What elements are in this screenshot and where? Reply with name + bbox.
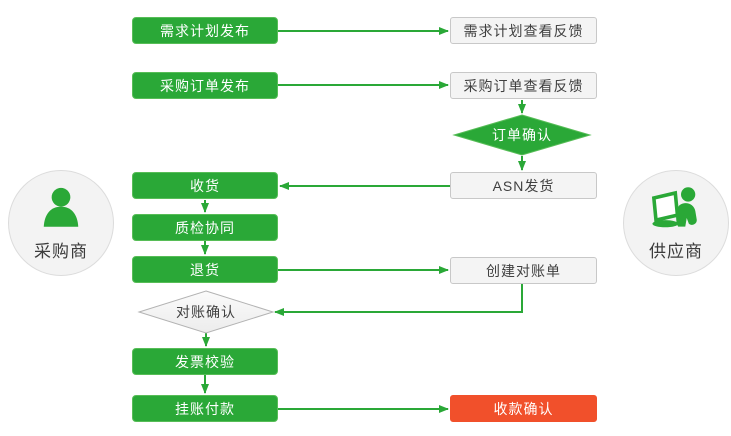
buyer-person-icon bbox=[38, 186, 84, 235]
node-demand-plan-feedback: 需求计划查看反馈 bbox=[450, 17, 597, 44]
supplier-label: 供应商 bbox=[649, 242, 703, 261]
node-po-feedback: 采购订单查看反馈 bbox=[450, 72, 597, 99]
node-asn-ship: ASN发货 bbox=[450, 172, 597, 199]
node-receive-goods: 收货 bbox=[132, 172, 278, 199]
node-demand-plan-publish: 需求计划发布 bbox=[132, 17, 278, 44]
node-statement-confirm: 对账确认 bbox=[137, 290, 275, 334]
node-order-confirm: 订单确认 bbox=[452, 114, 592, 156]
node-create-statement: 创建对账单 bbox=[450, 257, 597, 284]
node-receipt-confirm: 收款确认 bbox=[450, 395, 597, 422]
actor-buyer: 采购商 bbox=[8, 170, 114, 276]
supplier-person-laptop-icon bbox=[651, 186, 701, 235]
node-po-publish: 采购订单发布 bbox=[132, 72, 278, 99]
node-quality-collab: 质检协同 bbox=[132, 214, 278, 241]
arrow-create-statement-to-statement-confirm bbox=[274, 284, 523, 316]
statement-confirm-label: 对账确认 bbox=[176, 304, 236, 320]
node-return-goods: 退货 bbox=[132, 256, 278, 283]
actor-supplier: 供应商 bbox=[623, 170, 729, 276]
order-confirm-label: 订单确认 bbox=[492, 127, 552, 143]
node-invoice-verify: 发票校验 bbox=[132, 348, 278, 375]
buyer-label: 采购商 bbox=[34, 242, 88, 261]
node-payment-on-account: 挂账付款 bbox=[132, 395, 278, 422]
